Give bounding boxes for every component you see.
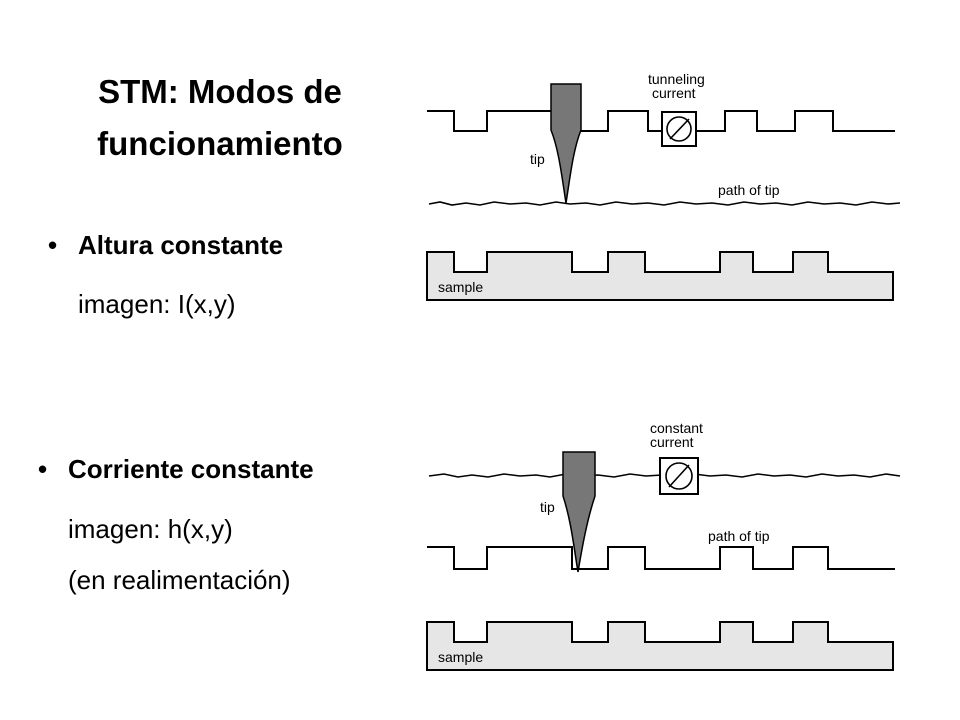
slide-title: STM: Modos de funcionamiento bbox=[40, 66, 400, 170]
ammeter-icon bbox=[661, 111, 697, 147]
sample-surface bbox=[426, 621, 894, 671]
tip-label: tip bbox=[530, 151, 545, 167]
meter-label-line2: current bbox=[652, 85, 696, 101]
meter-label-line2: current bbox=[650, 434, 694, 450]
mode1-heading: • Altura constante bbox=[48, 230, 283, 261]
mode2-heading: • Corriente constante bbox=[38, 454, 314, 485]
diagram-constant-current: constant current tip path of tip sample bbox=[426, 420, 901, 671]
mode1-image-label: imagen: I(x,y) bbox=[78, 289, 236, 319]
tip-label: tip bbox=[540, 499, 555, 515]
slide-title-line2: funcionamiento bbox=[97, 125, 343, 162]
meter-label-line1: tunneling bbox=[648, 71, 705, 87]
tip-icon bbox=[550, 83, 582, 204]
current-signal-trace bbox=[427, 110, 895, 132]
slide-title-line1: STM: Modos de bbox=[98, 73, 342, 110]
mode2-feedback-label: (en realimentación) bbox=[68, 565, 291, 595]
ammeter-icon bbox=[659, 457, 699, 495]
path-label: path of tip bbox=[708, 528, 770, 544]
sample-label: sample bbox=[438, 649, 483, 665]
sample-surface bbox=[426, 251, 894, 301]
mode1-heading-text: Altura constante bbox=[78, 230, 284, 260]
bullet-marker: • bbox=[48, 230, 58, 260]
sample-label: sample bbox=[438, 279, 483, 295]
tip-icon bbox=[562, 451, 596, 573]
tip-path-trace bbox=[428, 201, 901, 206]
bullet-marker: • bbox=[38, 454, 48, 484]
diagram-constant-height: tunneling current tip path of tip sample bbox=[426, 71, 901, 301]
meter-label-line1: constant bbox=[650, 420, 703, 436]
tip-path-trace bbox=[427, 546, 895, 570]
path-label: path of tip bbox=[718, 182, 780, 198]
mode2-heading-text: Corriente constante bbox=[68, 454, 314, 484]
mode2-image-label: imagen: h(x,y) bbox=[68, 514, 233, 544]
